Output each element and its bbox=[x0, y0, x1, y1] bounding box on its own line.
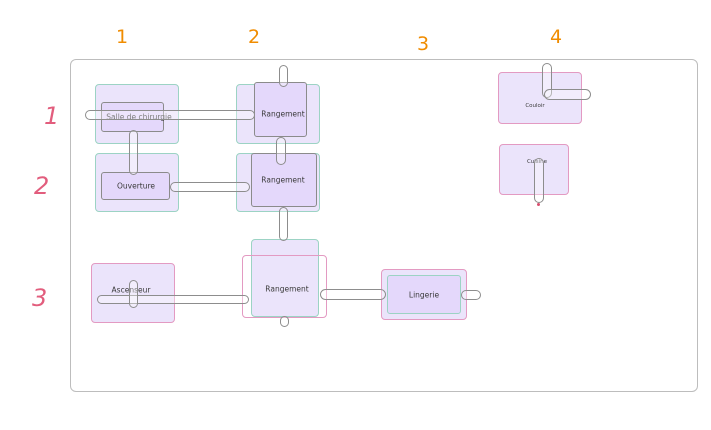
room-rangement-2-label: Rangement bbox=[261, 175, 305, 185]
room-couloir-label: Couloir bbox=[525, 103, 545, 109]
room-ouverture-label: Ouverture bbox=[116, 181, 156, 191]
pipe-vertical-col2-a bbox=[276, 137, 286, 165]
room-couloir[interactable] bbox=[498, 72, 582, 124]
room-rangement-1-label: Rangement bbox=[261, 109, 305, 119]
room-rangement-3-label: Rangement bbox=[265, 284, 309, 294]
room-rangement-1-inner bbox=[254, 82, 307, 137]
column-number-1: 1 bbox=[116, 26, 129, 48]
room-lingerie-inner bbox=[387, 275, 461, 314]
pipe-bottom-rangement-3 bbox=[280, 316, 289, 327]
pipe-couloir-horizontal bbox=[544, 89, 591, 100]
pipe-horizontal-row3 bbox=[97, 295, 249, 304]
pipe-rangement-to-lingerie bbox=[320, 289, 386, 300]
pipe-vertical-col2-b bbox=[279, 207, 288, 241]
pipe-right-lingerie bbox=[461, 290, 481, 300]
room-salle-de-chirurgie-label: Salle de chirurgie bbox=[106, 112, 172, 122]
pipe-horizontal-row1 bbox=[85, 110, 255, 120]
pipe-vertical-col1 bbox=[129, 130, 138, 175]
room-salle-de-chirurgie-inner bbox=[101, 102, 164, 132]
row-number-2: 2 bbox=[34, 172, 50, 200]
floor-plan-board bbox=[70, 59, 698, 392]
pipe-horizontal-row2 bbox=[170, 182, 250, 192]
pipe-cuisine-vertical bbox=[534, 158, 544, 203]
row-number-1: 1 bbox=[44, 102, 60, 130]
room-lingerie-label: Lingerie bbox=[408, 290, 440, 300]
column-number-3: 3 bbox=[417, 33, 430, 55]
column-number-2: 2 bbox=[248, 26, 261, 48]
room-ascenseur-label: Ascenseur bbox=[111, 285, 151, 295]
column-number-4: 4 bbox=[550, 26, 563, 48]
cuisine-endpoint-dot bbox=[537, 203, 540, 206]
room-ascenseur[interactable] bbox=[91, 263, 175, 323]
row-number-3: 3 bbox=[32, 284, 48, 312]
pipe-top-rangement-1 bbox=[279, 65, 288, 87]
pipe-ascenseur-vertical bbox=[129, 280, 138, 308]
